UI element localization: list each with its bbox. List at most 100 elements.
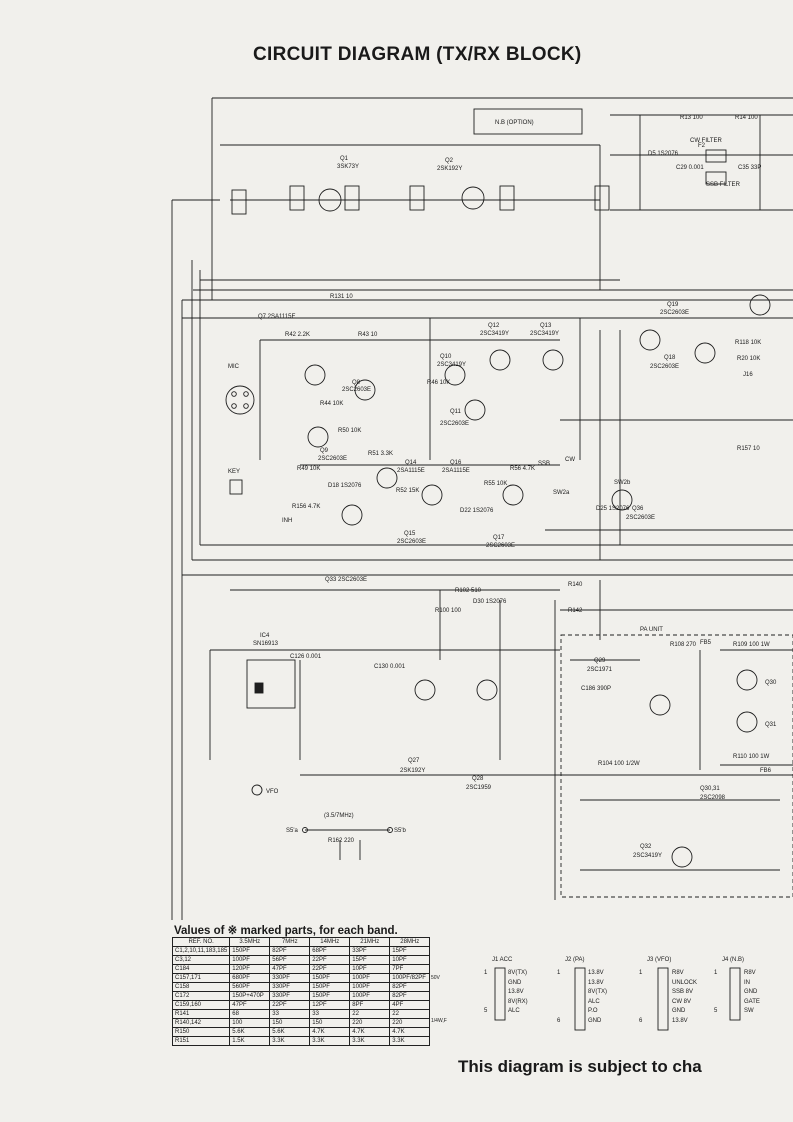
values-table-title: Values of ※ marked parts, for each band. [174, 925, 398, 937]
table-cell: 150PF [229, 946, 271, 956]
table-cell: 22PF [309, 964, 351, 974]
table-header-cell: 14MHz [309, 937, 351, 947]
table-cell: 5.6K [269, 1027, 311, 1037]
ssb-filter-label: SSB FILTER [706, 182, 741, 188]
table-cell: 100PF/82PF [389, 973, 431, 983]
table-cell: 3.3K [309, 1036, 351, 1046]
ic4-label: IC4 [260, 633, 270, 639]
r56-label: R56 4.7K [510, 466, 535, 472]
connector-pin: GND [508, 979, 522, 986]
table-cell: 100PF [349, 982, 391, 992]
connector-title: J2 (PA) [565, 957, 585, 963]
connector-pin-number: 6 [639, 1017, 643, 1024]
q2-label: Q2 [445, 158, 454, 164]
q28-label: Q28 [472, 776, 484, 782]
r162-label: R162 220 [328, 838, 355, 844]
q1-type: 3SK73Y [337, 164, 359, 170]
table-header-cell: 3.5MHz [229, 937, 271, 947]
table-cell: C3,12 [171, 955, 231, 965]
q15-type: 2SC2603E [397, 539, 426, 545]
table-cell: 15PF [389, 946, 431, 956]
r14-label: R14 100 [735, 115, 758, 121]
q8-label: Q8 [352, 380, 361, 386]
connector-pin-number: 5 [484, 1008, 488, 1014]
q17-label: Q17 [493, 535, 505, 541]
connector-title: J4 (N.B) [722, 957, 745, 963]
connector-pin: 13.8V [588, 970, 604, 976]
connector-pin-number: 1 [484, 970, 488, 976]
ssb-label: SSB [538, 461, 550, 467]
q7-label: Q7 2SA1115E [258, 314, 295, 320]
q9-type: 2SC2603E [318, 456, 347, 462]
table-cell: 47PF [269, 964, 311, 974]
q18-label: Q18 [664, 355, 676, 361]
table-cell: 82PF [269, 946, 311, 956]
connector-pin: IN [744, 979, 750, 986]
table-cell: 68 [229, 1009, 271, 1019]
table-cell: 33 [269, 1009, 311, 1019]
q12-type: 2SC3419Y [480, 331, 509, 337]
table-cell: 150PF [309, 973, 351, 983]
table-header-cell: 28MHz [389, 937, 431, 947]
table-cell: 120PF [229, 964, 271, 974]
connector-pin: R8V [744, 970, 756, 976]
values-table: REF. NO. 3.5MHz 7MHz 14MHz 21MHz 28MHz C… [171, 937, 431, 1046]
q33-label: Q33 2SC2603E [325, 577, 367, 583]
d22-label: D22 1S2076 [460, 508, 494, 514]
r142-label: R142 [568, 608, 583, 614]
connector-pin: 8V(TX) [588, 989, 608, 995]
r102-label: R102 510 [455, 588, 482, 594]
mic-label: MIC [228, 364, 240, 370]
table-cell: 330PF [269, 991, 311, 1001]
connector-pin: P.O [588, 1008, 598, 1014]
q14-label: Q14 [405, 460, 417, 466]
band-switch-label: (3.5/7MHz) [324, 813, 354, 819]
pa-unit-label: PA UNIT [640, 627, 663, 633]
table-cell: 33PF [349, 946, 391, 956]
q15-label: Q15 [404, 531, 416, 537]
connector-title: J1 ACC [492, 957, 513, 963]
d30-label: D30 1S2076 [473, 599, 507, 605]
connector-pin: 13.8V [508, 989, 524, 995]
q9-label: Q9 [320, 448, 329, 454]
table-cell: 3.3K [349, 1036, 391, 1046]
table-cell: 100PF [349, 991, 391, 1001]
c29-label: C29 0.001 [676, 165, 704, 171]
connector-pin-number: 6 [557, 1017, 561, 1024]
q13-label: Q13 [540, 323, 552, 329]
q8-type: 2SC2603E [342, 387, 371, 393]
q30-label: Q30 [765, 680, 777, 686]
table-cell: 10PF [349, 964, 391, 974]
connector-title: J3 (VFO) [647, 957, 672, 963]
r42-label: R42 2.2K [285, 332, 310, 338]
c130-label: C130 0.001 [374, 664, 406, 670]
connector-pin: GATE [744, 998, 760, 1005]
table-cell: 82PF [389, 991, 431, 1001]
cw-filter-label: CW FILTER [690, 138, 723, 144]
r104-label: R104 100 1/2W [598, 761, 640, 767]
r13-label: R13 100 [680, 115, 703, 121]
j16-label: J16 [743, 372, 753, 378]
r100-label: R100 100 [435, 608, 462, 614]
q32-type: 2SC3419Y [633, 853, 662, 859]
c126-label: C126 0.001 [290, 654, 322, 660]
vfo-label: VFO [266, 789, 279, 795]
q1-label: Q1 [340, 156, 349, 162]
diagram-title: CIRCUIT DIAGRAM (TX/RX BLOCK) [253, 44, 582, 65]
q12-label: Q12 [488, 323, 500, 329]
connector-pin: GND [672, 1008, 686, 1014]
s5b-label: S5'b [394, 828, 406, 834]
r50-label: R50 10K [338, 428, 361, 434]
table-cell: 100 [229, 1018, 271, 1028]
r52-label: R52 15K [396, 488, 419, 494]
q36-type: 2SC2603E [626, 515, 655, 521]
q13-type: 2SC3419Y [530, 331, 559, 337]
q27-label: Q27 [408, 758, 420, 764]
